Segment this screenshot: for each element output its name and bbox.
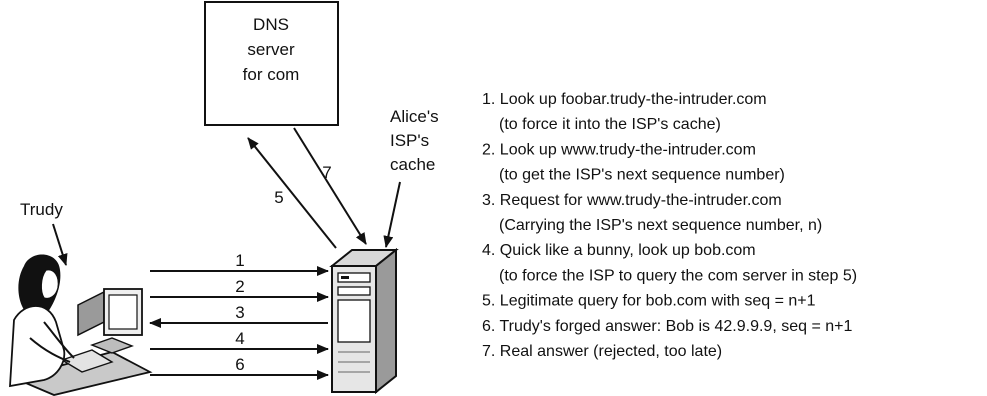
step-item: 7. Real answer (rejected, too late) [482,343,722,360]
step-note: (Carrying the ISP's next sequence number… [499,217,822,234]
message-label-3: 3 [235,303,244,322]
isp-label-line-1: Alice's [390,107,439,126]
message-label-2: 2 [235,277,244,296]
dns-box-line-2: server [247,40,295,59]
step-item: 3. Request for www.trudy-the-intruder.co… [482,192,782,209]
step-note: (to get the ISP's next sequence number) [499,167,785,184]
dns-answer-arrow [293,127,367,245]
step-item: 5. Legitimate query for bob.com with seq… [482,293,816,310]
step-item: 1. Look up foobar.trudy-the-intruder.com [482,91,767,108]
isp-cache-label: Alice's ISP's cache [390,107,439,174]
trudy-label: Trudy [20,200,63,219]
isp-label-pointer-arrow [383,181,401,248]
steps-legend: 1. Look up foobar.trudy-the-intruder.com… [482,91,857,360]
message-arrows: 1 2 3 4 6 [149,251,329,380]
dns-query-arrow [247,137,337,249]
step-item: 2. Look up www.trudy-the-intruder.com [482,141,756,158]
isp-label-line-2: ISP's [390,131,429,150]
dns-answer-label: 7 [322,163,331,182]
dns-box-line-1: DNS [253,15,289,34]
step-note: (to force the ISP to query the com serve… [499,267,857,284]
isp-server-icon [329,247,399,395]
trudy-workstation-icon [9,254,153,396]
step-item: 6. Trudy's forged answer: Bob is 42.9.9.… [482,318,852,335]
dns-server-box [204,1,339,126]
message-label-4: 4 [235,329,244,348]
step-note: (to force it into the ISP's cache) [499,116,721,133]
dns-box-line-3: for com [243,65,300,84]
dns-query-label: 5 [274,188,283,207]
isp-label-line-3: cache [390,155,435,174]
step-item: 4. Quick like a bunny, look up bob.com [482,242,756,259]
message-label-6: 6 [235,355,244,374]
dns-server: DNS server for com [204,1,339,126]
trudy-pointer-arrow [52,223,68,266]
message-label-1: 1 [235,251,244,270]
